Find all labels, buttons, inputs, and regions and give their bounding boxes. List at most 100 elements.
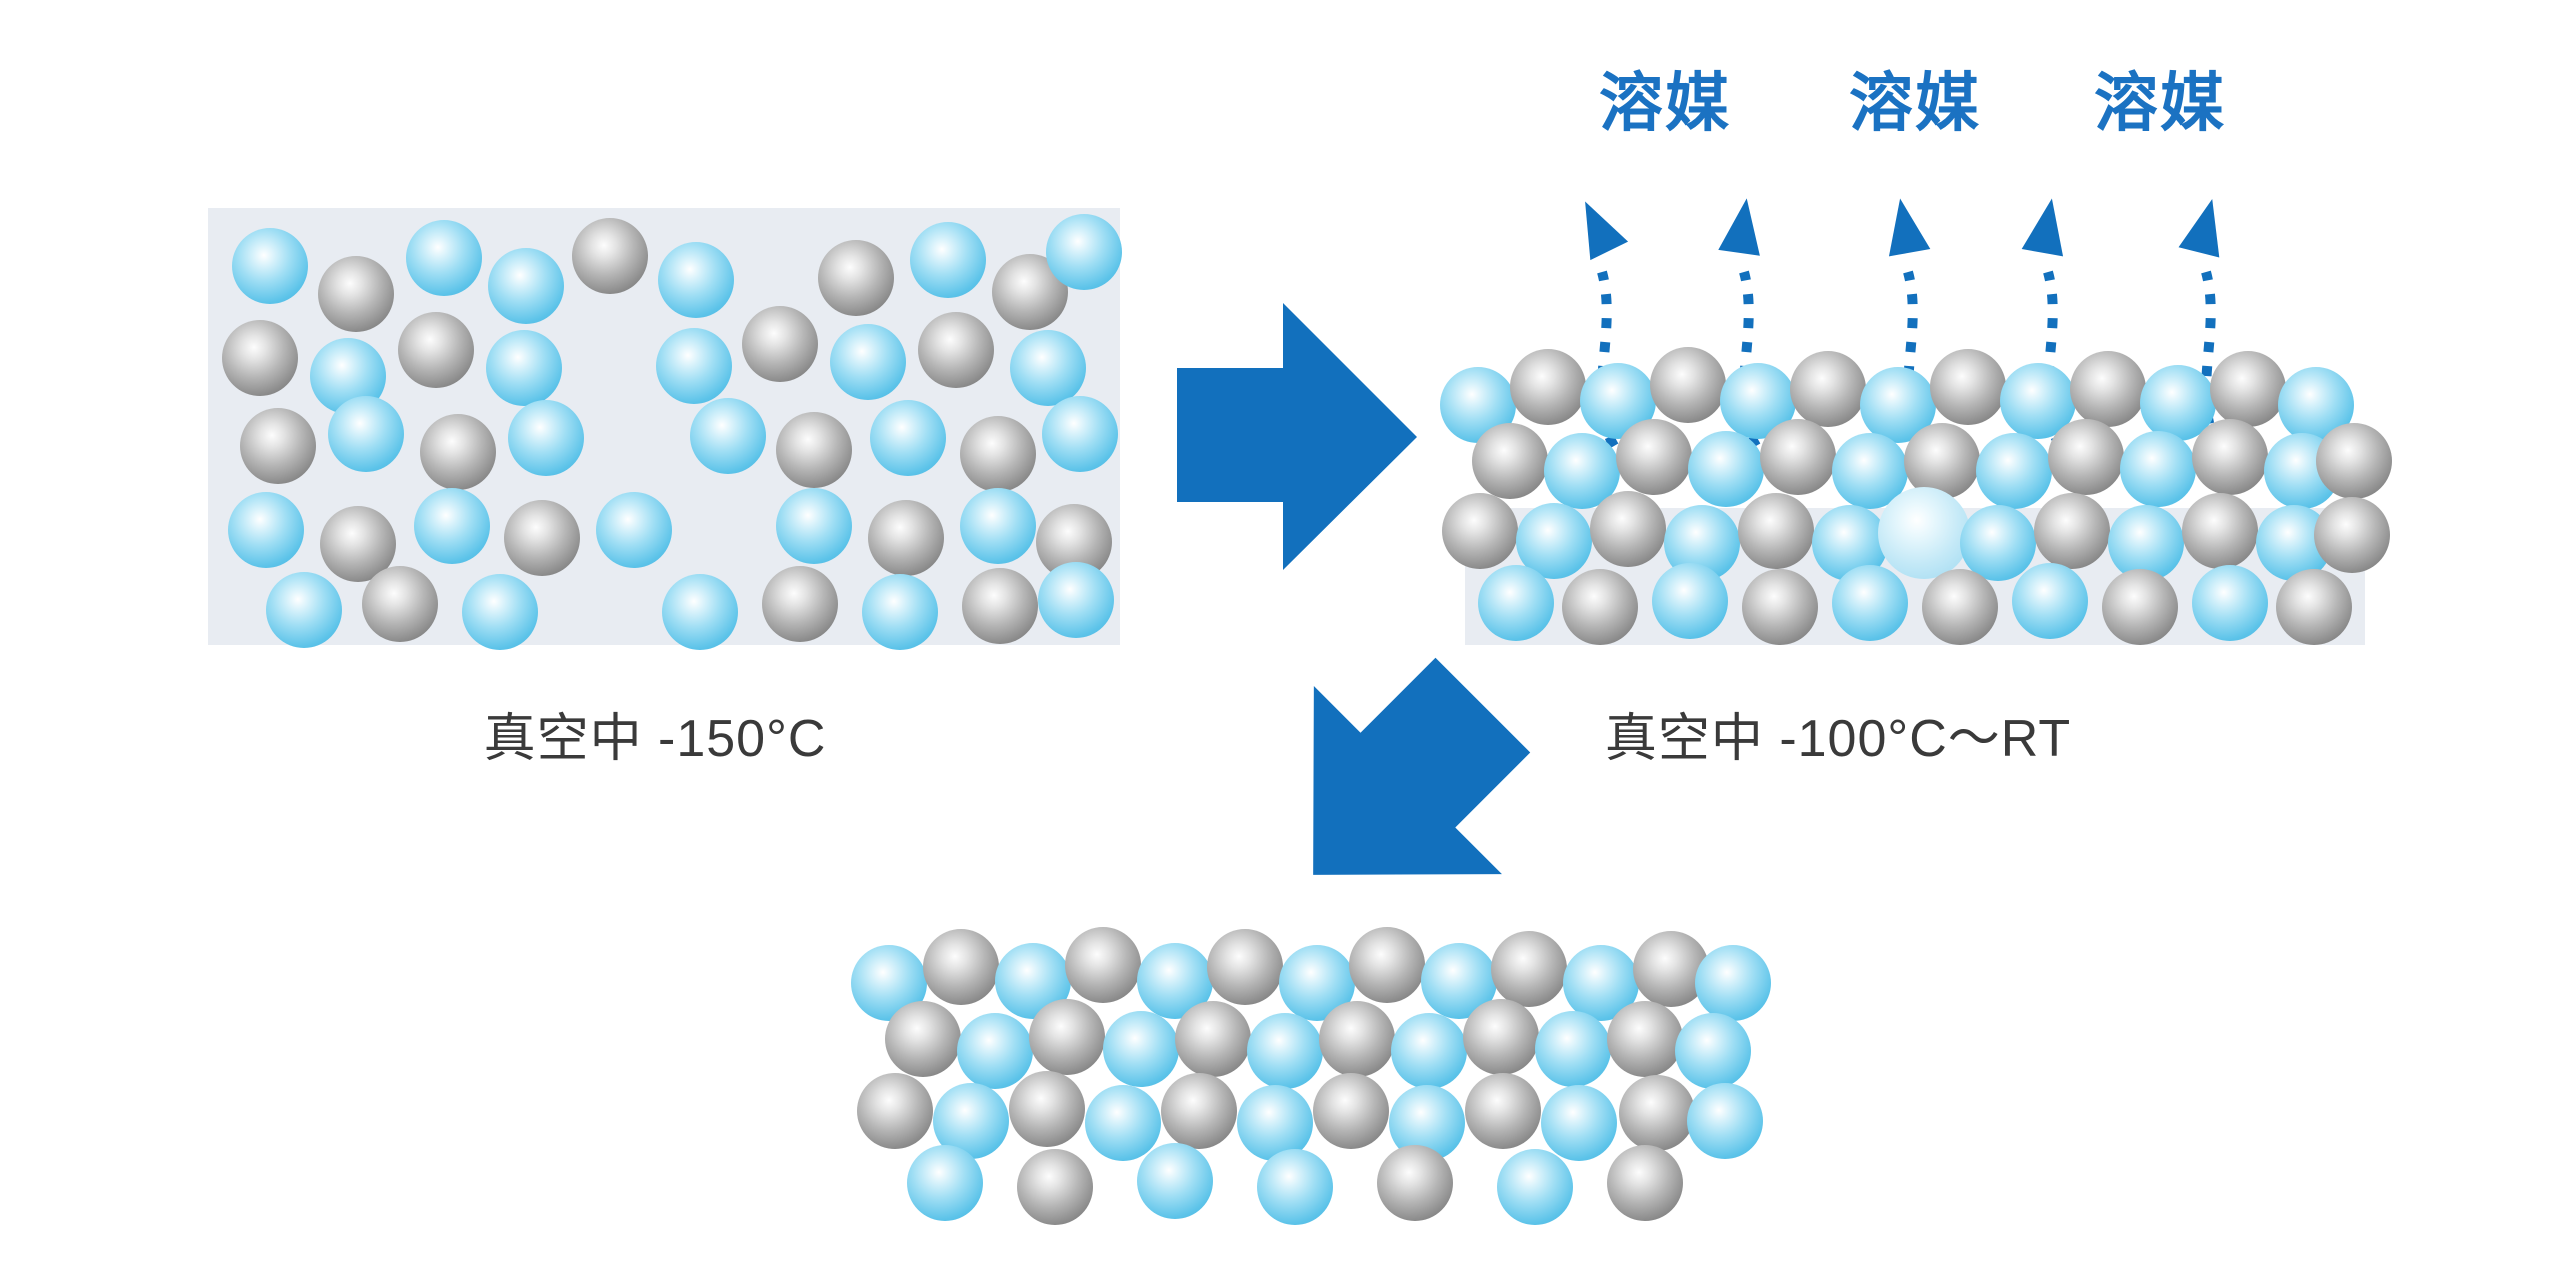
particle-blue [2192,565,2268,641]
particle-blue [1497,1149,1573,1225]
particle-blue [1038,562,1114,638]
particle-blue [232,228,308,304]
particle-gray [2102,569,2178,645]
particle-gray [1650,347,1726,423]
particle-gray [923,929,999,1005]
particle-gray [2210,351,2286,427]
particle-gray [1442,493,1518,569]
particle-blue [1257,1149,1333,1225]
particle-gray [1491,931,1567,1007]
particle-gray [918,312,994,388]
particle-gray [2276,569,2352,645]
right-panel-caption: 真空中 -100°C～RT [1604,710,2072,768]
particle-blue [960,488,1036,564]
particle-gray [1319,1001,1395,1077]
particle-blue [1675,1013,1751,1089]
particle-gray [222,320,298,396]
particle-blue [690,398,766,474]
solvent-label-2: 溶媒 [1849,67,1981,139]
solvent-label-1: 溶媒 [1599,67,1731,139]
particle-gray [240,408,316,484]
particle-blue [1832,565,1908,641]
particle-gray [962,568,1038,644]
particle-gray [1463,999,1539,1075]
particle-gray [2316,423,2392,499]
particle-gray [572,218,648,294]
particle-gray [1065,927,1141,1003]
particle-blue [406,220,482,296]
evaporation-arrow-head [2021,198,2064,257]
particle-gray [1738,493,1814,569]
particle-blue [656,328,732,404]
particle-gray [1607,1001,1683,1077]
particle-gray [1175,1001,1251,1077]
particle-blue [1535,1011,1611,1087]
particle-gray [1590,491,1666,567]
particle-blue [1687,1083,1763,1159]
solvent-label-3: 溶媒 [2094,67,2226,139]
particle-blue [1085,1085,1161,1161]
particle-gray [1313,1073,1389,1149]
particle-blue [957,1013,1033,1089]
particle-gray [1009,1071,1085,1147]
particle-blue [830,324,906,400]
particle-blue [488,248,564,324]
particle-blue [1046,214,1122,290]
particle-gray [1207,929,1283,1005]
particle-gray [1922,569,1998,645]
particle-gray [318,256,394,332]
particle-blue [658,242,734,318]
particle-blue [1541,1085,1617,1161]
particle-blue [1247,1013,1323,1089]
particle-blue [414,488,490,564]
particle-blue [2108,505,2184,581]
particle-blue [910,222,986,298]
evaporating-particle-cluster [1440,345,2392,655]
down-left-block-arrow [1313,657,1531,875]
particle-gray [420,414,496,490]
particle-gray [362,566,438,642]
particle-gray [2182,493,2258,569]
particle-gray [1465,1073,1541,1149]
particle-gray [1616,419,1692,495]
particle-gray [2070,351,2146,427]
particle-gray [762,566,838,642]
particle-gray [1742,569,1818,645]
particle-gray [818,240,894,316]
particle-gray [2192,419,2268,495]
particle-blue [776,488,852,564]
initial-particle-cluster [208,208,1122,650]
particle-gray [1607,1145,1683,1221]
particle-gray [1562,569,1638,645]
particle-gray [1619,1075,1695,1151]
evaporation-arrows-group [1585,198,2223,449]
particle-blue [2012,563,2088,639]
particle-gray [960,416,1036,492]
particle-blue [1391,1013,1467,1089]
particle-blue [462,574,538,650]
particle-blue [1688,431,1764,507]
particle-gray [1161,1073,1237,1149]
particle-blue [1976,433,2052,509]
particle-gray [1930,349,2006,425]
particle-blue [662,574,738,650]
right-block-arrow [1177,303,1417,570]
particle-gray [1472,423,1548,499]
evaporation-arrow-head [1585,201,1629,261]
particle-gray [742,306,818,382]
particle-blue [596,492,672,568]
particle-gray [868,500,944,576]
particle-gray [885,1001,961,1077]
particle-gray [1349,927,1425,1003]
particle-blue [328,396,404,472]
particle-blue [486,330,562,406]
particle-blue [1960,505,2036,581]
particle-gray [504,500,580,576]
particle-pale-blue [1878,487,1970,579]
particle-gray [398,312,474,388]
particle-gray [2048,419,2124,495]
evaporation-arrow-head [2178,199,2220,258]
final-particle-cluster [845,925,1785,1245]
particle-blue [1137,1143,1213,1219]
